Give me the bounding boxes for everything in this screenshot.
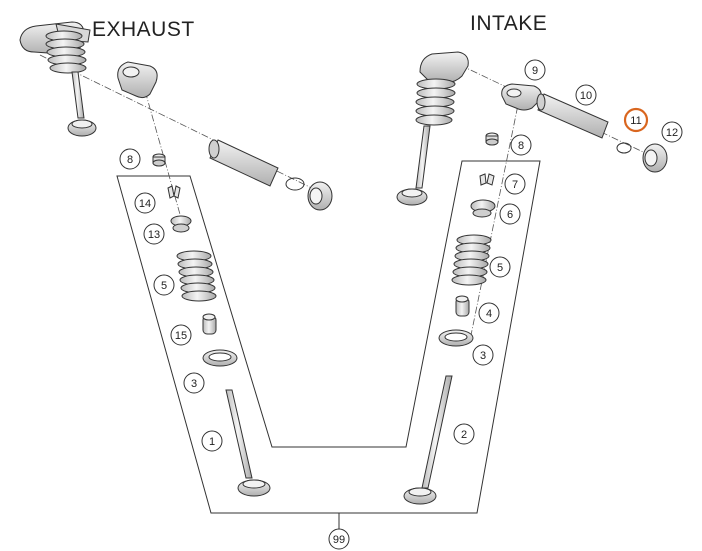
callout-intake-spring-seat: 3 bbox=[472, 344, 494, 366]
intake-rocker-arm-part bbox=[501, 83, 542, 111]
exhaust-spring-part bbox=[176, 250, 217, 302]
callout-label: 5 bbox=[497, 262, 503, 274]
callout-label: 8 bbox=[127, 154, 133, 166]
callout-exhaust-spring-retainer: 13 bbox=[143, 223, 165, 245]
exhaust-valve-keys-part bbox=[167, 185, 181, 199]
intake-valve-keys-part bbox=[479, 173, 495, 186]
callout-intake-valve: 2 bbox=[453, 423, 475, 445]
callout-label: 14 bbox=[139, 198, 151, 210]
callout-intake-rocker-shaft: 10 bbox=[575, 84, 597, 106]
callout-label: 15 bbox=[175, 330, 187, 342]
callout-label: 9 bbox=[532, 65, 538, 77]
callout-label: 5 bbox=[161, 280, 167, 292]
callout-intake-valve-keys: 7 bbox=[504, 173, 526, 195]
exhaust-rocker-shaft bbox=[208, 139, 333, 211]
callout-exhaust-keeper: 8 bbox=[119, 148, 141, 170]
callout-label: 8 bbox=[518, 140, 524, 152]
callout-exhaust-valve-keys: 14 bbox=[134, 192, 156, 214]
callout-intake-spring: 5 bbox=[489, 256, 511, 278]
callout-label: 6 bbox=[507, 209, 513, 221]
callout-label: 99 bbox=[333, 534, 345, 546]
callout-label: 1 bbox=[209, 436, 215, 448]
callout-label: 12 bbox=[666, 127, 678, 139]
callout-label: 13 bbox=[148, 229, 160, 241]
callout-label: 11 bbox=[630, 115, 641, 127]
callout-label: 10 bbox=[580, 90, 592, 102]
callout-intake-oring: 11 bbox=[623, 107, 649, 133]
intake-valve-top-assembly bbox=[396, 51, 469, 206]
callout-exhaust-valve: 1 bbox=[201, 430, 223, 452]
callout-label: 3 bbox=[191, 378, 197, 390]
intake-spring-part bbox=[451, 234, 492, 286]
intake-shaft-cap-part bbox=[642, 143, 668, 173]
exhaust-valve-top-assembly bbox=[19, 21, 97, 137]
callout-intake-rocker-arm: 9 bbox=[524, 59, 546, 81]
intake-title: INTAKE bbox=[470, 12, 548, 35]
callout-exhaust-valve-seal: 15 bbox=[170, 324, 192, 346]
intake-spring-seat-part bbox=[438, 329, 474, 347]
intake-valve-seal-part bbox=[455, 295, 470, 317]
exhaust-rocker-arm bbox=[117, 61, 158, 99]
intake-oring-part bbox=[616, 142, 632, 154]
intake-valve-part bbox=[403, 375, 453, 505]
intake-spring-retainer-part bbox=[470, 199, 496, 218]
valve-kit-outline bbox=[116, 160, 541, 514]
callout-label: 4 bbox=[486, 308, 492, 320]
callout-valve-kit: 99 bbox=[328, 528, 350, 550]
callout-exhaust-spring: 5 bbox=[153, 274, 175, 296]
exhaust-title: EXHAUST bbox=[92, 18, 195, 41]
intake-keeper-part bbox=[485, 132, 499, 146]
callout-intake-keeper: 8 bbox=[510, 134, 532, 156]
exhaust-spring-retainer-part bbox=[170, 215, 192, 233]
callout-label: 7 bbox=[512, 179, 518, 191]
intake-rocker-shaft-part bbox=[536, 93, 609, 139]
callout-intake-shaft-cap: 12 bbox=[661, 121, 683, 143]
exhaust-spring-seat-part bbox=[202, 349, 238, 367]
callout-label: 3 bbox=[480, 350, 486, 362]
exhaust-valve-part bbox=[225, 389, 271, 497]
exhaust-keeper-part bbox=[152, 153, 166, 167]
axis-lines bbox=[39, 54, 661, 341]
exhaust-valve-seal-part bbox=[202, 313, 217, 335]
callout-intake-valve-seal: 4 bbox=[478, 302, 500, 324]
callout-exhaust-spring-seat: 3 bbox=[183, 372, 205, 394]
callout-label: 2 bbox=[461, 429, 467, 441]
callout-intake-spring-retainer: 6 bbox=[499, 203, 521, 225]
